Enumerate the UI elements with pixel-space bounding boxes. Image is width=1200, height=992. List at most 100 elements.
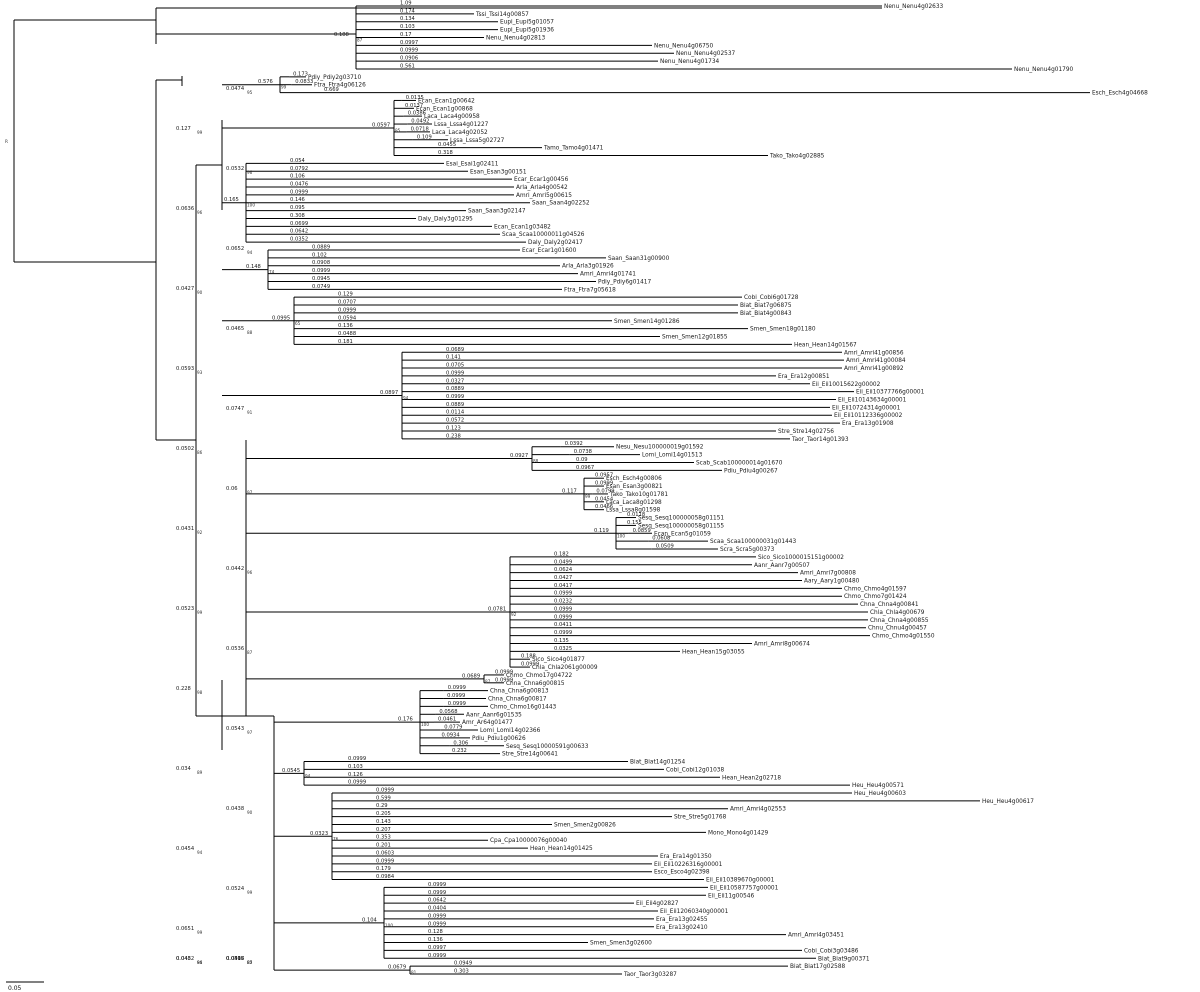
leaf-label: Biat_Biat17g02588 [790,964,846,970]
leaf-label: Biat_Biat9g00371 [818,956,870,962]
internal-node-label: 0.0995 [272,315,290,321]
leaf-label: Esco_Esco4g02398 [654,870,710,876]
leaf-label: Laca_Laca4g02052 [432,130,488,136]
branch-length-label: 0.102 [312,252,327,258]
branch-length-label: 0.0999 [521,662,539,668]
branch-length-labels: 1.090.1740.1340.1030.170.09970.09990.090… [176,1,674,975]
branch-length-label: 1.09 [400,1,412,7]
internal-node-label: 0.0543 [226,726,244,732]
support-value: 100 [421,722,429,727]
support-value: 96 [247,570,253,575]
root-marker: R [5,139,8,144]
branch-length-label: 0.0999 [428,882,446,888]
branch-length-label: 0.0135 [406,95,424,101]
leaf-label: Arla_Arla4g00542 [516,185,568,191]
leaf-label: Lssa_Lssa5g02727 [450,138,505,144]
support-value: 94 [197,960,203,965]
branch-length-label: 0.205 [376,811,391,817]
support-value: 93 [197,370,203,375]
support-value: 99 [247,890,253,895]
branch-length-label: 0.0889 [312,244,330,250]
branch-length-label: 0.054 [290,158,306,164]
scale-bar: 0.05 [6,981,44,992]
branch-length-label: 0.599 [376,795,391,801]
internal-node-label: 0.148 [246,264,261,270]
branch-length-label: 0.0999 [312,268,330,274]
leaf-label: Cobi_Cobi12g01038 [666,767,724,773]
scale-bar-label: 0.05 [8,985,22,992]
leaf-label: Taor_Taor14g01393 [791,437,849,443]
leaf-label: Amri_Amri7g00808 [800,571,856,577]
leaf-label: Era_Era13g01908 [842,421,894,427]
leaf-label: Eii_Eii10226316g00001 [654,862,723,868]
support-value: 96 [197,210,203,215]
branch-length-label: 0.174 [400,8,416,14]
internal-node-label: 0.117 [562,488,577,494]
branch-length-label: 0.0642 [428,898,446,904]
internal-node-label: 0.0897 [380,390,398,396]
branch-length-label: 0.353 [376,835,391,841]
leaf-label: Scaa_Scaa100000031g01443 [710,539,796,545]
branch-length-label: 0.0568 [439,709,457,715]
internal-node-label: 0.0524 [226,886,245,892]
branch-length-label: 0.109 [417,134,432,140]
internal-node-label: 0.0565 [226,956,244,962]
branch-length-label: 0.0594 [338,315,357,321]
branch-length-label: 0.0461 [438,717,456,723]
branch-length-label: 0.0411 [554,622,572,628]
branch-length-label: 0.0572 [446,418,464,424]
internal-node-label: 0.0465 [226,326,244,332]
internal-node-label: 0.034 [176,766,192,772]
branch-length-label: 0.308 [290,213,305,219]
branch-length-label: 0.0934 [442,732,461,738]
leaf-label: Amr_Ar64g01477 [462,720,513,726]
leaf-label: Tako_Tako10g01781 [609,492,668,498]
leaf-label: Ecan_Ecan1g00868 [416,106,473,112]
leaf-label: Esai_Esai1g02411 [446,161,499,167]
leaf-label: Nenu_Nenu4g01734 [660,59,720,65]
support-value: 100 [385,923,393,928]
branch-length-label: 0.238 [446,433,461,439]
internal-node-label: 0.0679 [388,965,406,971]
leaf-label: Heu_Heu4g00603 [854,791,906,797]
leaf-label: Tamo_Tamo4g01471 [543,146,604,152]
branch-length-label: 0.0999 [428,921,446,927]
internal-node-label: 0.0532 [226,166,244,172]
branch-length-label: 0.136 [428,937,443,943]
support-value: 65 [295,321,301,326]
leaf-label: Smen_Smen14g01286 [614,319,680,325]
leaf-label: Daly_Daly2g02417 [528,240,583,246]
leaf-label: Laca_Laca4g00958 [424,114,480,120]
leaf-label: Lomi_Lomi14g01513 [642,453,703,459]
leaf-label: Heu_Heu4g00571 [852,783,904,789]
branch-length-label: 0.182 [554,551,569,557]
internal-node-label: 0.0781 [488,606,506,612]
internal-node-label: 0.0442 [226,566,244,572]
leaf-label: Era_Era13g02410 [656,925,708,931]
branch-length-label: 0.0352 [290,237,308,243]
leaf-label: Eii_Eii10112336g00002 [834,413,903,419]
support-value: 89 [197,770,203,775]
branch-length-label: 0.0455 [438,142,456,148]
leaf-label: Smen_Smen3g02600 [590,941,652,947]
leaf-label: Chna_Chna4g00855 [870,618,929,624]
support-value: 88 [247,330,253,335]
support-value: 85 [247,960,253,965]
leaf-label: Smen_Smen2g00826 [554,822,616,828]
internal-node-label: 0.576 [258,79,273,85]
leaf-label: Eii_Eii10587757g00001 [710,885,779,891]
leaf-label: Heu_Heu4g00617 [982,799,1034,805]
leaf-label: Nenu_Nenu4g06750 [654,43,714,49]
branch-length-label: 0.103 [348,764,363,770]
support-value: 81 [411,970,417,975]
internal-node-label: 0.0536 [226,646,244,652]
leaf-label: Eupi_Eupi5g01936 [500,28,554,34]
leaf-label: Aanr_Aanr7g00507 [754,563,810,569]
internal-node-label: 0.0689 [462,673,480,679]
branch-length-label: 0.181 [338,339,353,345]
leaf-label: Biat_Biat4g00843 [740,311,792,317]
support-value: 100 [617,533,625,538]
leaf-label: Aanr_Aanr6g01535 [466,712,522,718]
branch-length-label: 0.0949 [454,961,472,967]
branch-length-label: 0.0114 [446,410,465,416]
